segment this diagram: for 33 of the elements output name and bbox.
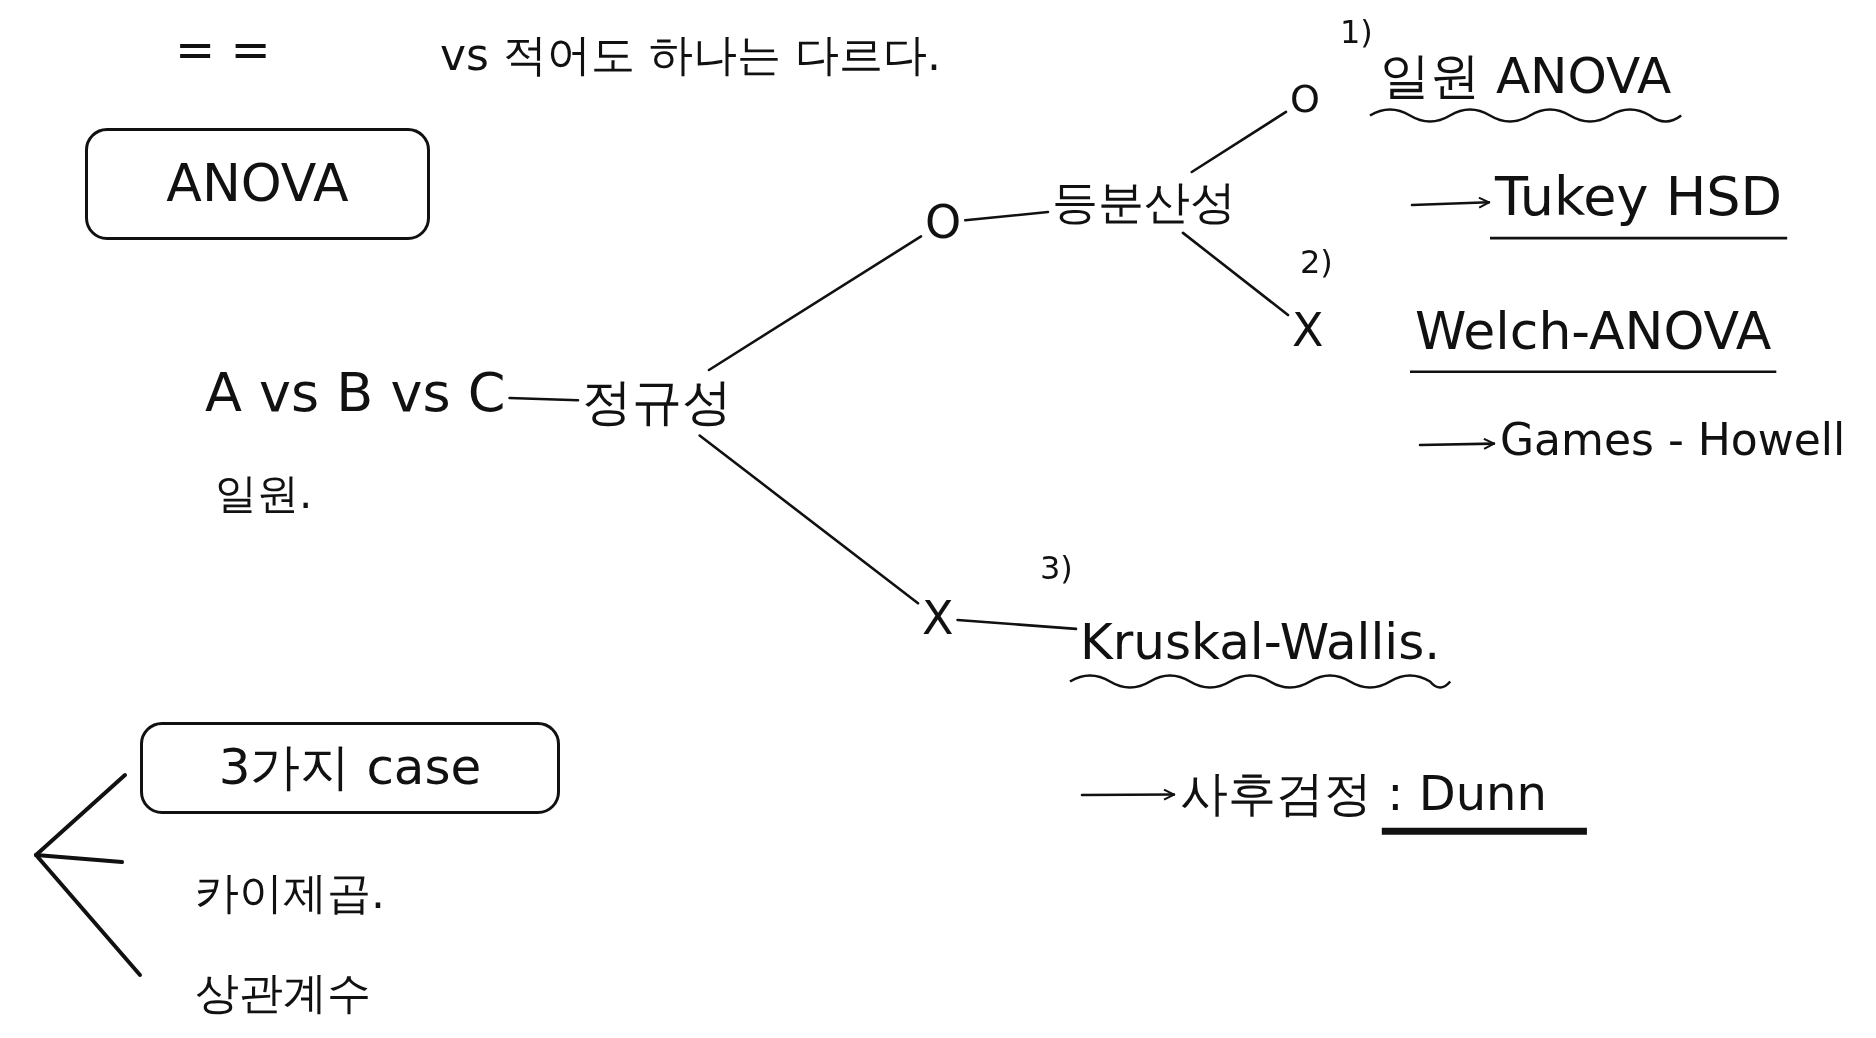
connector-line: [707, 235, 923, 372]
text-label: X: [1292, 304, 1324, 357]
arrow: [1418, 437, 1496, 450]
text-label: Kruskal-Wallis.: [1080, 614, 1441, 672]
text-label: 정규성: [582, 374, 732, 432]
text-label: Games - Howell: [1500, 415, 1846, 466]
note-text: 일원.: [215, 470, 313, 519]
text-label: 사후검정 : Dunn: [1180, 766, 1547, 822]
connector-line: [508, 396, 580, 402]
text-label: A vs B vs C: [205, 362, 506, 425]
text-label: 카이제곱.: [195, 868, 385, 919]
step-number: 3): [1040, 550, 1073, 587]
connector-line: [1181, 231, 1290, 317]
text-label: Tukey HSD: [1495, 166, 1783, 229]
connector-line: [956, 618, 1078, 631]
text-label: 등분산성: [1052, 176, 1236, 229]
note-text: = =: [175, 22, 271, 78]
connector-line: [963, 210, 1050, 222]
step-number: 2): [1300, 244, 1333, 281]
arrow: [1410, 196, 1491, 209]
connector-line: [1190, 110, 1288, 174]
text-label: 상관계수: [195, 968, 371, 1019]
text-label: O: [1290, 78, 1320, 122]
connector-line: [698, 434, 920, 605]
step-number: 1): [1340, 14, 1373, 51]
text-label: 일원 ANOVA: [1380, 48, 1672, 106]
text-label: Welch-ANOVA: [1415, 302, 1772, 362]
text-label: O: [925, 196, 962, 249]
text-label: X: [922, 592, 954, 645]
rounded-box: ANOVA: [85, 128, 430, 240]
arrow: [1080, 788, 1176, 801]
rounded-box: 3가지 case: [140, 722, 560, 814]
note-text: vs 적어도 하나는 다르다.: [440, 30, 941, 81]
